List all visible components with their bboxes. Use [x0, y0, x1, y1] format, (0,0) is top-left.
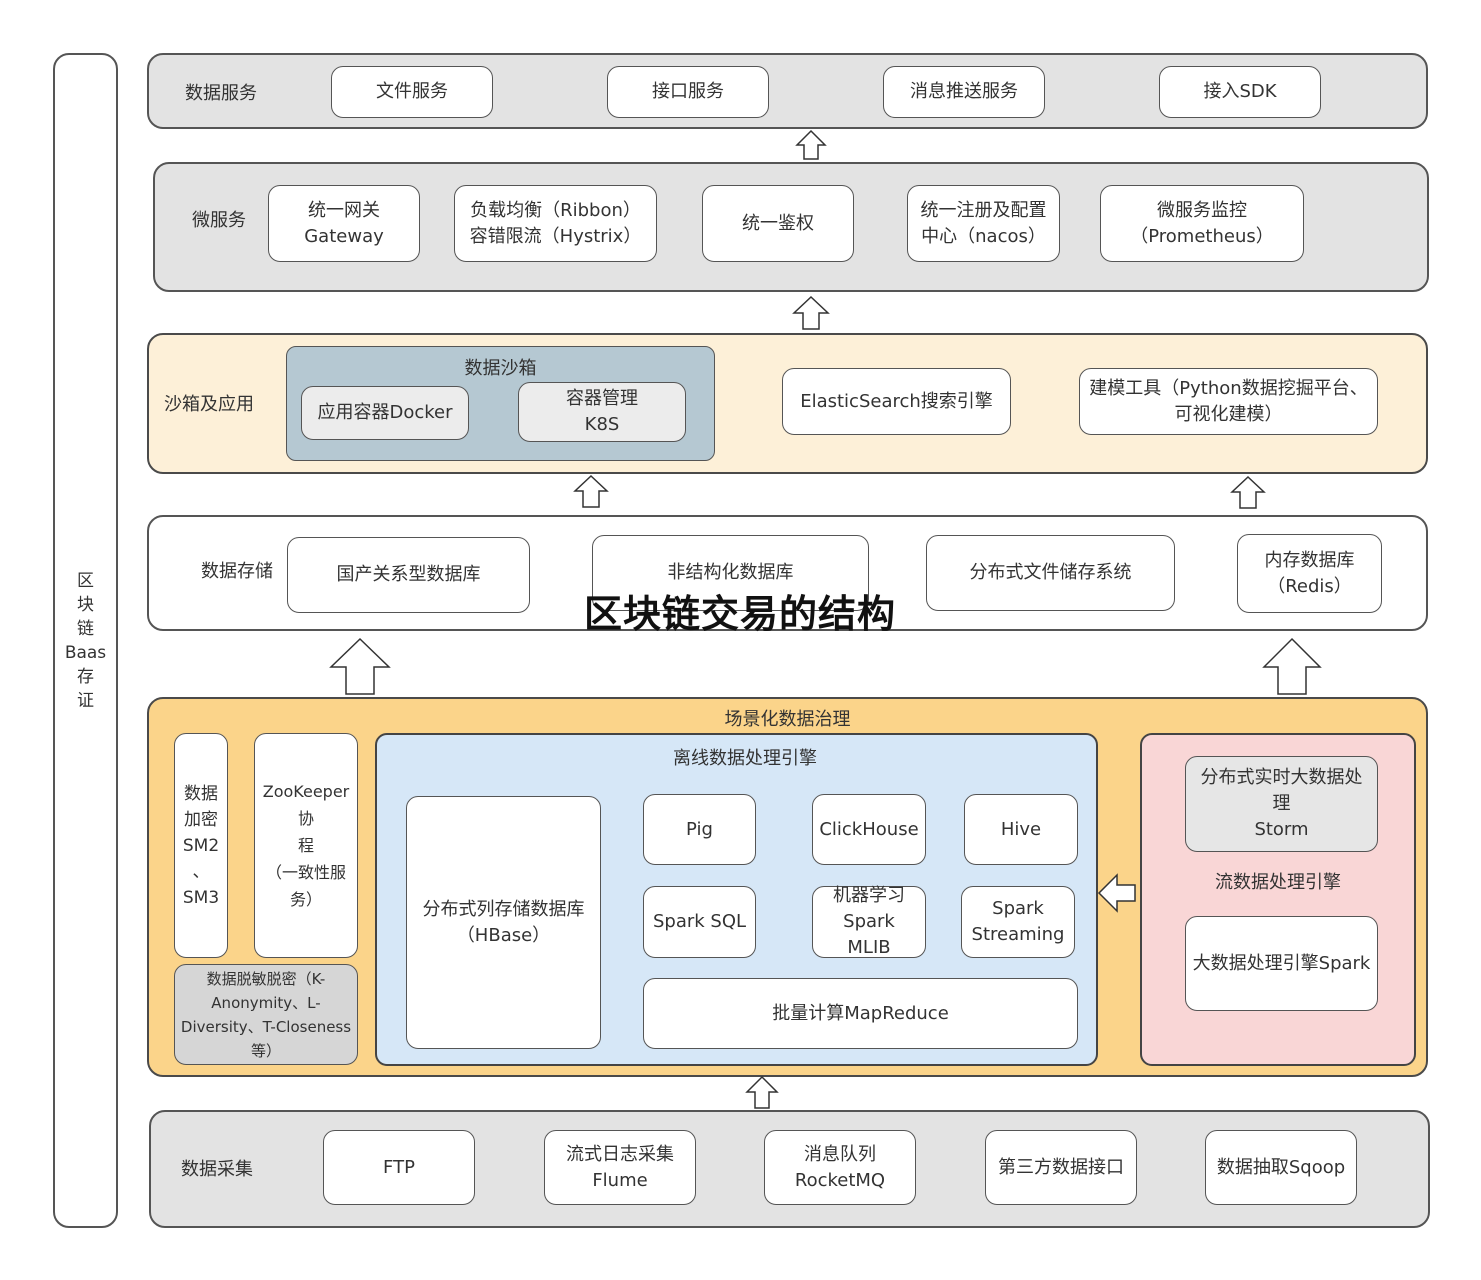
stream-engine-title: 流数据处理引擎: [1215, 872, 1341, 893]
mapreduce-box: 批量计算MapReduce: [643, 978, 1078, 1049]
nosql-db-box: 非结构化数据库: [592, 535, 869, 611]
offline-engine-title: 离线数据处理引擎: [673, 748, 817, 769]
data-sandbox-title: 数据沙箱: [464, 358, 537, 379]
up-arrow-icon: [573, 474, 609, 508]
push-service-box: 消息推送服务: [883, 66, 1045, 118]
spark-sql-box: Spark SQL: [643, 886, 756, 958]
auth-box: 统一鉴权: [702, 185, 854, 262]
sqoop-box: 数据抽取Sqoop: [1205, 1130, 1357, 1205]
relational-db-box: 国产关系型数据库: [287, 537, 530, 613]
desensitize-box: 数据脱敏脱密（K- Anonymity、L- Diversity、T-Close…: [174, 964, 358, 1065]
up-arrow-icon: [795, 129, 827, 160]
overlay-title: 区块链交易的结构: [584, 592, 897, 636]
redis-box: 内存数据库 （Redis）: [1237, 534, 1382, 613]
storage-label: 数据存储: [201, 561, 273, 582]
up-arrow-icon: [329, 637, 391, 695]
docker-box: 应用容器Docker: [301, 386, 469, 440]
spark-engine-box: 大数据处理引擎Spark: [1185, 916, 1378, 1011]
ftp-box: FTP: [323, 1130, 475, 1205]
file-service-box: 文件服务: [331, 66, 493, 118]
governance-title: 场景化数据治理: [724, 709, 851, 730]
third-party-api-box: 第三方数据接口: [985, 1130, 1137, 1205]
encryption-box: 数据 加密 SM2 、 SM3: [174, 733, 228, 958]
distributed-fs-box: 分布式文件储存系统: [926, 535, 1175, 611]
spark-mlib-box: 机器学习 Spark MLIB: [812, 885, 926, 958]
sdk-box: 接入SDK: [1159, 66, 1321, 118]
up-arrow-icon: [745, 1075, 779, 1109]
registry-box: 统一注册及配置 中心（nacos）: [907, 185, 1060, 262]
left-bar-label: 区 块 链 Baas 存 证: [64, 570, 107, 711]
flume-box: 流式日志采集 Flume: [544, 1130, 696, 1205]
hive-box: Hive: [964, 794, 1078, 865]
gateway-box: 统一网关 Gateway: [268, 185, 420, 262]
elasticsearch-box: ElasticSearch搜索引擎: [782, 368, 1011, 435]
modeling-tool-box: 建模工具（Python数据挖掘平台、 可视化建模）: [1079, 368, 1378, 435]
collection-label: 数据采集: [181, 1159, 253, 1180]
sandbox-label: 沙箱及应用: [164, 394, 254, 415]
load-balance-box: 负载均衡（Ribbon） 容错限流（Hystrix）: [454, 185, 657, 262]
microservice-label: 微服务: [192, 210, 246, 231]
monitor-box: 微服务监控 （Prometheus）: [1100, 185, 1304, 262]
left-arrow-icon: [1097, 873, 1136, 913]
spark-streaming-box: Spark Streaming: [961, 886, 1075, 958]
hbase-box: 分布式列存储数据库 （HBase）: [406, 796, 601, 1049]
up-arrow-icon: [1262, 637, 1322, 695]
k8s-box: 容器管理 K8S: [518, 382, 686, 442]
data-service-label: 数据服务: [185, 83, 257, 104]
pig-box: Pig: [643, 794, 756, 865]
up-arrow-icon: [792, 295, 830, 330]
clickhouse-box: ClickHouse: [812, 794, 926, 865]
rocketmq-box: 消息队列 RocketMQ: [764, 1130, 916, 1205]
storm-box: 分布式实时大数据处理 Storm: [1185, 756, 1378, 852]
zookeeper-box: ZooKeeper协 程 （一致性服 务）: [254, 733, 358, 958]
api-service-box: 接口服务: [607, 66, 769, 118]
left-bar: 区 块 链 Baas 存 证: [53, 53, 118, 1228]
up-arrow-icon: [1230, 475, 1266, 509]
